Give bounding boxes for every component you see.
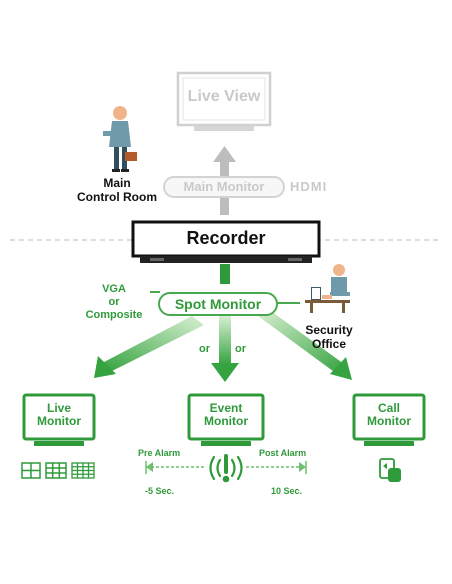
main-control-room-label: Main Control Room — [72, 176, 162, 204]
live-monitor-frame — [22, 393, 96, 446]
arrow-center — [211, 315, 239, 382]
call-monitor-line2: Monitor — [367, 414, 411, 428]
event-monitor-line1: Event — [209, 401, 243, 415]
main-monitor-pill: Main Monitor — [163, 176, 285, 198]
arrow-left — [94, 316, 204, 378]
alarm-timeline — [145, 461, 307, 474]
pre-time-label: -5 Sec. — [145, 486, 175, 496]
spot-monitor-pill: Spot Monitor — [158, 292, 278, 316]
security-office-label: Security Office — [297, 323, 361, 351]
event-monitor-label: Event Monitor — [189, 402, 263, 428]
arrow-right — [258, 309, 352, 380]
person-main-control-room-icon — [103, 106, 137, 172]
call-monitor-line1: Call — [377, 401, 400, 415]
call-monitor-frame — [352, 393, 426, 446]
event-monitor-frame — [187, 393, 265, 446]
or-right-label: or — [235, 343, 246, 355]
post-alarm-label: Post Alarm — [259, 448, 307, 458]
live-view-monitor-icon — [176, 71, 272, 131]
live-view-label: Live View — [187, 88, 261, 105]
pre-alarm-label: Pre Alarm — [138, 448, 181, 458]
security-office-line2: Office — [311, 337, 346, 351]
vga-label: VGA — [102, 283, 126, 295]
live-monitor-line2: Monitor — [37, 414, 81, 428]
split-4-icon — [21, 462, 41, 479]
composite-label: Composite — [85, 309, 143, 321]
alarm-icon — [209, 454, 243, 483]
live-monitor-label: Live Monitor — [24, 402, 94, 428]
hdmi-label: HDMI — [290, 179, 328, 194]
call-monitor-label: Call Monitor — [354, 402, 424, 428]
security-office-line1: Security — [305, 323, 353, 337]
vga-composite-label: VGA or Composite — [78, 283, 150, 322]
main-control-room-line2: Control Room — [77, 190, 157, 204]
up-arrow-icon — [213, 146, 236, 215]
post-time-label: 10 Sec. — [271, 486, 303, 496]
call-icon — [379, 458, 401, 482]
recorder-label: Recorder — [186, 228, 266, 248]
live-monitor-line1: Live — [46, 401, 71, 415]
or-left-label: or — [199, 343, 210, 355]
event-monitor-line2: Monitor — [204, 414, 248, 428]
split-9-icon — [45, 462, 67, 479]
split-16-icon — [71, 462, 95, 479]
vga-or-label: or — [108, 296, 120, 308]
main-control-room-line1: Main — [103, 176, 131, 190]
person-security-office-icon — [305, 264, 350, 313]
recorder-box — [131, 220, 321, 263]
